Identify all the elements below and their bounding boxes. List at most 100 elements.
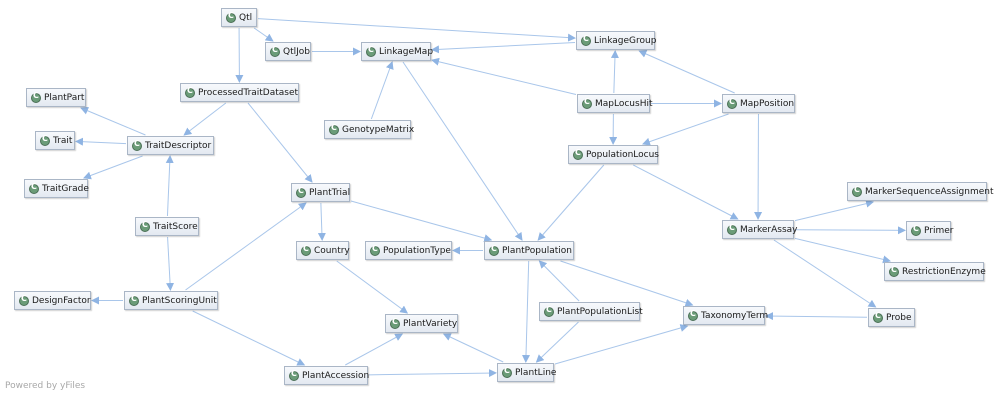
class-node-label: PlantPart [44,92,85,103]
class-node-qtl[interactable]: Qtl [221,8,257,27]
class-node-linkage-group[interactable]: LinkageGroup [576,31,657,50]
edge-trait-descriptor-to-plant-part [80,107,146,136]
edge-marker-assay-to-probe [773,239,877,308]
edge-map-position-to-population-locus [642,113,729,146]
class-node-label: TraitDescriptor [145,140,212,151]
class-icon [727,97,737,109]
class-node-population-locus[interactable]: PopulationLocus [568,145,659,164]
class-node-trait[interactable]: Trait [35,131,75,150]
class-node-map-locus-hit[interactable]: MapLocusHit [577,94,653,113]
edge-plant-trial-to-plant-population [350,200,493,242]
class-node-marker-assay[interactable]: MarkerAssay [722,220,798,239]
class-node-label: PlantScoringUnit [142,295,217,306]
edge-trait-descriptor-to-trait [75,137,127,146]
edge-marker-assay-to-restriction-enzyme [794,237,891,264]
edge-plant-population-list-to-plant-line [535,321,579,363]
class-icon [852,185,862,197]
edge-plant-population-to-plant-line [522,260,531,363]
class-icon [129,294,139,306]
class-node-label: Country [314,245,350,256]
class-icon [727,223,737,235]
class-node-population-type[interactable]: PopulationType [365,241,452,260]
class-node-probe[interactable]: Probe [868,308,915,327]
class-icon [19,294,29,306]
edge-plant-scoring-unit-to-plant-trial [185,202,307,291]
class-icon [31,91,41,103]
class-node-label: MarkerSequenceAssignment [865,186,994,197]
edge-genotype-matrix-to-linkage-map [370,61,394,120]
class-node-label: LinkageGroup [594,35,657,46]
class-icon [132,139,142,151]
class-node-marker-sequence-assignment[interactable]: MarkerSequenceAssignment [847,182,994,201]
class-node-label: MarkerAssay [740,224,798,235]
class-icon [502,366,512,378]
class-node-label: PlantTrial [309,187,351,198]
edge-marker-assay-to-marker-sequence-assignment [794,199,875,222]
class-node-map-position[interactable]: MapPosition [722,94,795,113]
edge-marker-assay-to-primer [794,226,906,235]
class-node-linkage-map[interactable]: LinkageMap [361,42,434,61]
class-icon [873,311,883,323]
class-node-trait-score[interactable]: TraitScore [135,217,199,236]
class-node-label: TaxonomyTerm [701,310,769,321]
class-node-plant-trial[interactable]: PlantTrial [291,183,350,202]
class-node-qtl-job[interactable]: QtlJob [265,42,311,61]
edge-qtl-to-linkage-group [257,18,576,42]
class-node-label: GenotypeMatrix [342,124,415,135]
class-node-plant-part[interactable]: PlantPart [26,88,86,107]
class-node-label: PlantPopulationList [557,306,643,317]
class-node-plant-scoring-unit[interactable]: PlantScoringUnit [124,291,218,310]
edge-plant-line-to-taxonomy-term [554,324,689,365]
edge-plant-line-to-plant-variety [442,333,504,363]
edge-map-locus-hit-to-linkage-map [431,57,577,96]
class-node-label: PlantVariety [403,318,458,329]
class-icon [140,220,150,232]
edge-trait-score-to-trait-descriptor [165,155,174,217]
class-icon [270,45,280,57]
class-node-restriction-enzyme[interactable]: RestrictionEnzyme [884,262,986,281]
class-node-processed-trait-dataset[interactable]: ProcessedTraitDataset [180,83,299,102]
class-node-label: PlantLine [515,367,557,378]
class-icon [581,34,591,46]
class-node-primer[interactable]: Primer [906,221,954,240]
class-icon [40,134,50,146]
class-icon [296,186,306,198]
class-node-plant-population[interactable]: PlantPopulation [484,241,574,260]
edge-plant-trial-to-country [317,202,326,241]
edge-plant-accession-to-plant-variety [345,333,404,366]
class-icon [489,244,499,256]
class-node-label: Primer [924,225,954,236]
class-node-label: ProcessedTraitDataset [198,87,299,98]
class-icon [289,369,299,381]
class-icon [688,309,698,321]
edge-linkage-map-to-plant-population [402,61,523,241]
class-icon [29,182,39,194]
class-icon [544,305,554,317]
class-node-label: PopulationLocus [586,149,659,160]
class-node-plant-accession[interactable]: PlantAccession [284,366,369,385]
edge-plant-accession-to-plant-line [368,369,497,378]
class-node-genotype-matrix[interactable]: GenotypeMatrix [324,120,415,139]
edge-probe-to-taxonomy-term [765,312,868,321]
edge-trait-score-to-plant-scoring-unit [166,236,175,291]
class-node-plant-variety[interactable]: PlantVariety [385,314,458,333]
class-node-trait-grade[interactable]: TraitGrade [24,179,89,198]
class-node-label: PopulationType [383,245,451,256]
class-node-design-factor[interactable]: DesignFactor [14,291,91,310]
class-node-taxonomy-term[interactable]: TaxonomyTerm [683,306,769,325]
edge-processed-trait-dataset-to-plant-trial [247,102,313,183]
edge-plant-population-to-taxonomy-term [560,260,694,307]
edge-processed-trait-dataset-to-trait-descriptor [183,102,227,136]
class-icon [226,11,236,23]
class-node-plant-population-list[interactable]: PlantPopulationList [539,302,643,321]
class-node-trait-descriptor[interactable]: TraitDescriptor [127,136,214,155]
class-node-label: LinkageMap [379,46,434,57]
class-node-country[interactable]: Country [296,241,350,260]
edge-country-to-plant-variety [336,260,409,314]
edge-plant-population-list-to-plant-population [538,260,580,302]
class-node-label: PlantPopulation [502,245,572,256]
class-node-plant-line[interactable]: PlantLine [497,363,557,382]
class-node-label: TraitGrade [42,183,89,194]
edge-trait-descriptor-to-trait-grade [83,155,143,180]
